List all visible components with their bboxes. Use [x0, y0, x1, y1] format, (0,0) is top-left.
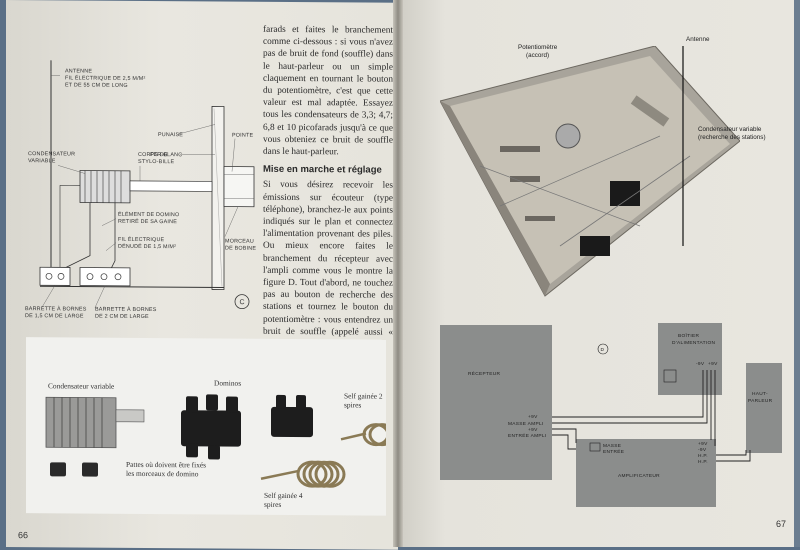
- label-barrette2-1: BARRETTE À BORNES: [95, 306, 157, 313]
- label-barrette15-1: BARRETTE À BORNES: [25, 305, 87, 312]
- block-recepteur: RÉCEPTEUR: [468, 370, 501, 377]
- label-antenne-photo: Antenne: [686, 36, 709, 44]
- block-boitier-2: D'ALIMENTATION: [672, 340, 716, 346]
- label-fil-denude-1: FIL ÉLECTRIQUE: [118, 236, 165, 243]
- amp-hp2: H.P.: [698, 459, 708, 465]
- caption-self-4-spires: Self gainée 4 spires: [264, 491, 314, 509]
- page-number-right: 67: [776, 519, 786, 529]
- caption-self-2-spires: Self gainée 2 spires: [344, 391, 384, 409]
- figure-d-marker: D: [601, 347, 605, 353]
- amp-minus9: -9V: [698, 447, 707, 453]
- paragraph-2: Si vous désirez recevoir les émissions s…: [263, 179, 393, 351]
- label-pointe: POINTE: [232, 133, 253, 139]
- label-condensateur-photo-2: (recherche des stations): [698, 134, 766, 142]
- label-punaise: PUNAISE: [158, 132, 183, 138]
- label-condensateur-2: VARIABLE: [28, 158, 56, 164]
- box-plus9: +9V: [708, 361, 718, 367]
- block-haut-parleur-2: PARLEUR: [748, 398, 773, 404]
- rec-plus9b: +9V: [528, 427, 538, 433]
- rec-masse-ampli: MASSE AMPLI: [508, 421, 544, 427]
- block-boitier-1: BOÎTIER: [678, 332, 700, 339]
- label-condensateur-photo-1: Condensateur variable: [698, 126, 761, 134]
- block-haut-parleur-1: HAUT-: [752, 391, 768, 397]
- label-fil-long-2: ET DE 55 CM DE LONG: [65, 82, 128, 88]
- label-corps-2: STYLO-BILLE: [138, 159, 175, 165]
- figure-c-drawing: ANTENNE FIL ÉLECTRIQUE DE 2,5 M/M² ET DE…: [20, 45, 260, 332]
- box-minus9: -9V: [696, 361, 705, 367]
- page-number-left: 66: [18, 530, 28, 540]
- circuit-board-photo: [440, 46, 740, 306]
- label-morceau-2: DE BOBINE: [225, 246, 256, 252]
- section-heading: Mise en marche et réglage: [263, 164, 393, 177]
- amp-masse: MASSE: [603, 443, 621, 449]
- components-illustration: [26, 337, 386, 516]
- label-barrette15-2: DE 1,5 CM DE LARGE: [25, 313, 84, 319]
- label-morceau-1: MORCEAU: [225, 239, 254, 245]
- label-potentiometre-2: (accord): [526, 52, 549, 60]
- label-fil-denude-2: DÉNUDÉ DE 1,5 M/M²: [118, 243, 176, 250]
- book-gutter: [393, 0, 403, 547]
- left-page: ANTENNE FIL ÉLECTRIQUE DE 2,5 M/M² ET DE…: [6, 0, 398, 550]
- caption-condensateur: Condensateur variable: [48, 381, 118, 390]
- label-corps-1: CORPS DE: [138, 152, 168, 158]
- rec-plus9: +9V: [528, 414, 538, 420]
- label-fil-long-1: FIL ÉLECTRIQUE DE 2,5 M/M²: [65, 74, 145, 82]
- background-edge: [794, 0, 800, 547]
- components-photo: Condensateur variable Dominos Self gainé…: [26, 337, 386, 516]
- label-antenne: ANTENNE: [65, 68, 92, 74]
- amp-plus9: +9V: [698, 441, 708, 447]
- label-potentiometre-1: Potentiomètre: [518, 44, 557, 52]
- label-condensateur-1: CONDENSATEUR: [28, 151, 75, 157]
- amp-hp1: H.P.: [698, 453, 708, 459]
- rec-entree-ampli: ENTRÉE AMPLI: [508, 432, 547, 439]
- block-amplificateur: AMPLIFICATEUR: [618, 473, 660, 479]
- figure-c-marker: C: [240, 299, 245, 306]
- label-domino-1: ÉLÉMENT DE DOMINO: [118, 211, 179, 218]
- caption-dominos: Dominos: [214, 378, 241, 387]
- paragraph-1: farads et faites le branchement comme ci…: [263, 24, 393, 159]
- amp-entree: ENTRÉE: [603, 448, 624, 455]
- label-domino-2: RETIRÉ DE SA GAINE: [118, 218, 177, 225]
- figure-d-diagram: D RÉCEPTEUR BOÎTIER D'ALIMENTATION -9V +…: [428, 315, 788, 515]
- label-barrette2-2: DE 2 CM DE LARGE: [95, 314, 149, 320]
- right-page: Potentiomètre (accord) Antenne Condensat…: [398, 0, 794, 547]
- caption-pattes: Pattes où doivent être fixés les morceau…: [126, 460, 216, 479]
- article-text-column: farads et faites le branchement comme ci…: [263, 24, 393, 357]
